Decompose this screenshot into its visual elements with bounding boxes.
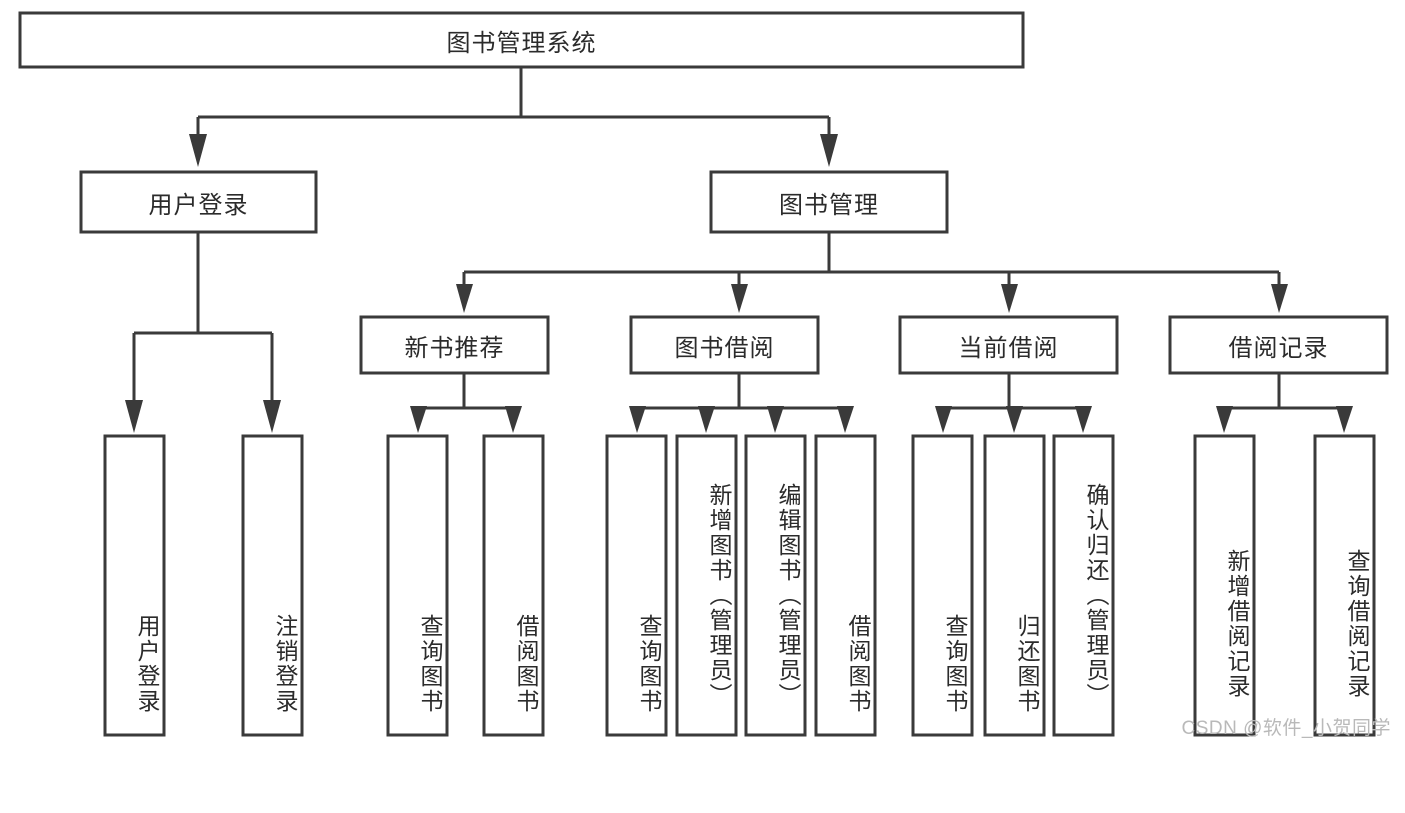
leaf-borrow-book-1-box[interactable] — [482, 434, 545, 737]
arrow-head-query-book-2 — [629, 406, 646, 433]
leaf-edit-book-box[interactable] — [744, 434, 807, 737]
leaf-return-book-box[interactable] — [983, 434, 1046, 737]
arrow-head-return-book — [1006, 406, 1023, 433]
arrow-head-add-book — [698, 406, 715, 433]
leaf-user-login-box[interactable] — [103, 434, 166, 737]
arrow-head-current-borrow — [1001, 284, 1018, 313]
tree-svg-canvas — [18, 11, 1389, 737]
arrow-head-book-borrow — [731, 284, 748, 313]
arrow-head-new-book-recommend — [456, 284, 473, 313]
arrow-head-borrow-book-2 — [837, 406, 854, 433]
functional-structure-diagram: 图书管理系统 用户登录 图书管理 新书推荐 图书借阅 当前借阅 借阅记录 用户登… — [18, 11, 1390, 739]
arrow-head-leaf-logout — [263, 400, 281, 433]
leaf-query-book-1-box[interactable] — [386, 434, 449, 737]
arrow-head-book-manage — [820, 134, 838, 167]
leaf-borrow-book-2-box[interactable] — [814, 434, 877, 737]
node-current-borrow-box[interactable] — [898, 315, 1119, 375]
arrow-head-edit-book — [767, 406, 784, 433]
node-user-login-box[interactable] — [79, 170, 318, 234]
arrow-head-borrow-record — [1271, 284, 1288, 313]
arrow-head-confirm-return — [1075, 406, 1092, 433]
leaf-query-book-3-box[interactable] — [911, 434, 974, 737]
leaf-query-record-box[interactable] — [1313, 434, 1376, 737]
arrow-head-borrow-book-1 — [505, 406, 522, 433]
leaf-logout-box[interactable] — [241, 434, 304, 737]
arrow-head-add-record — [1216, 406, 1233, 433]
leaf-confirm-return-box[interactable] — [1052, 434, 1115, 737]
arrow-head-query-book-1 — [410, 406, 427, 433]
arrow-head-leaf-user-login — [125, 400, 143, 433]
leaf-add-book-box[interactable] — [675, 434, 738, 737]
leaf-add-record-box[interactable] — [1193, 434, 1256, 737]
node-root-box[interactable] — [18, 11, 1025, 69]
node-new-book-recommend-box[interactable] — [359, 315, 550, 375]
node-borrow-record-box[interactable] — [1168, 315, 1389, 375]
arrow-head-query-book-3 — [935, 406, 952, 433]
arrow-head-query-record — [1336, 406, 1353, 433]
node-book-manage-box[interactable] — [709, 170, 949, 234]
arrow-head-user-login — [189, 134, 207, 167]
leaf-query-book-2-box[interactable] — [605, 434, 668, 737]
node-book-borrow-box[interactable] — [629, 315, 820, 375]
